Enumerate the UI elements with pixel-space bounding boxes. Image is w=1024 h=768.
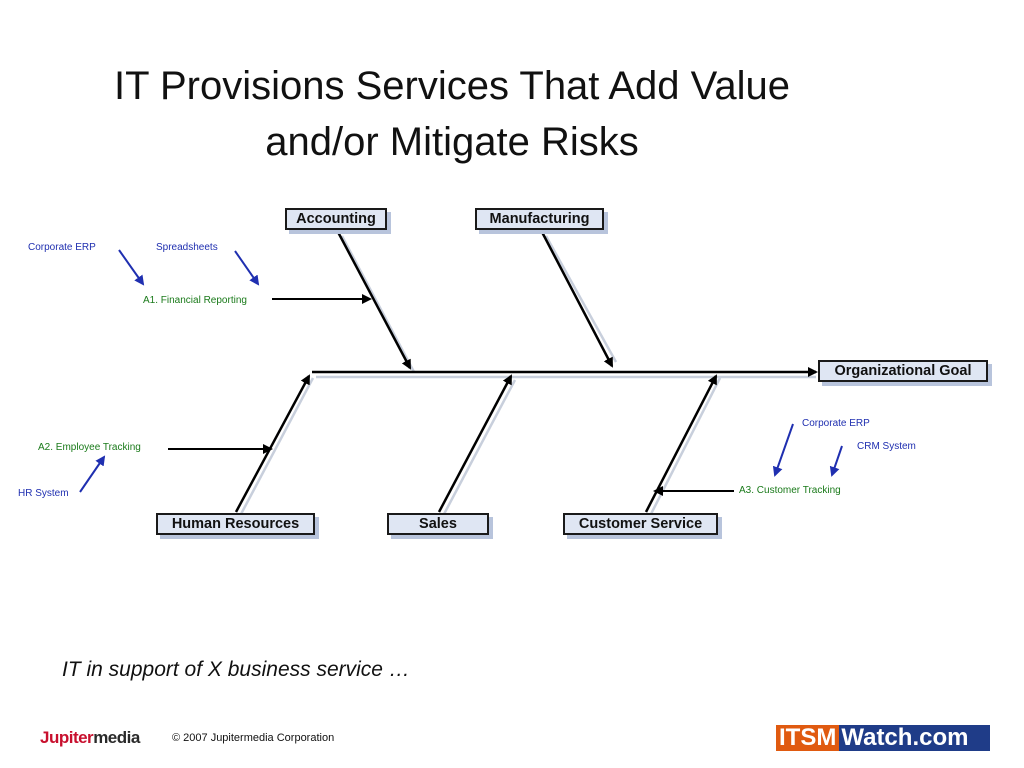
itsmwatch-logo-itsm: ITSM — [776, 725, 840, 751]
arrow-crm-system-a3 — [829, 445, 843, 477]
label-hr-system: HR System — [18, 488, 69, 499]
arrow-corporate-erp-a1 — [118, 249, 145, 286]
box-organizational-goal: Organizational Goal — [818, 360, 988, 382]
bone-accounting — [336, 231, 412, 370]
box-accounting: Accounting — [285, 208, 387, 230]
slide-title-line-1: IT Provisions Services That Add Value — [114, 64, 790, 108]
box-manufacturing: Manufacturing — [475, 208, 604, 230]
jupitermedia-logo: Jupitermedia — [40, 728, 140, 748]
label-corporate-erp-a1: Corporate ERP — [28, 242, 96, 253]
bone-manufacturing — [540, 231, 614, 368]
jupitermedia-logo-media: media — [93, 728, 140, 747]
bone-shadows — [238, 235, 816, 517]
arrow-hr-system-a2 — [79, 455, 106, 493]
bone-sales — [437, 374, 513, 513]
jupitermedia-logo-jupiter: Jupiter — [40, 728, 94, 747]
copyright-notice: © 2007 Jupitermedia Corporation — [172, 732, 335, 744]
slide-title-line-2: and/or Mitigate Risks — [265, 120, 639, 164]
arrow-corporate-erp-a3 — [772, 423, 794, 477]
label-a2-employee-tracking: A2. Employee Tracking — [38, 442, 141, 453]
slide-title: IT Provisions Services That Add Value an… — [0, 58, 904, 170]
slide-caption: IT in support of X business service … — [62, 658, 410, 681]
label-a1-financial-reporting: A1. Financial Reporting — [143, 295, 247, 306]
label-corporate-erp-a3: Corporate ERP — [802, 418, 870, 429]
label-a3-customer-tracking: A3. Customer Tracking — [739, 485, 841, 496]
itsmwatch-logo-watch: Watch.com — [841, 724, 969, 751]
bone-human-resources — [234, 374, 311, 513]
label-crm-system: CRM System — [857, 441, 916, 452]
box-customer-service: Customer Service — [563, 513, 718, 535]
label-spreadsheets: Spreadsheets — [156, 242, 218, 253]
box-sales: Sales — [387, 513, 489, 535]
arrow-spreadsheets-a1 — [234, 250, 260, 286]
box-human-resources: Human Resources — [156, 513, 315, 535]
